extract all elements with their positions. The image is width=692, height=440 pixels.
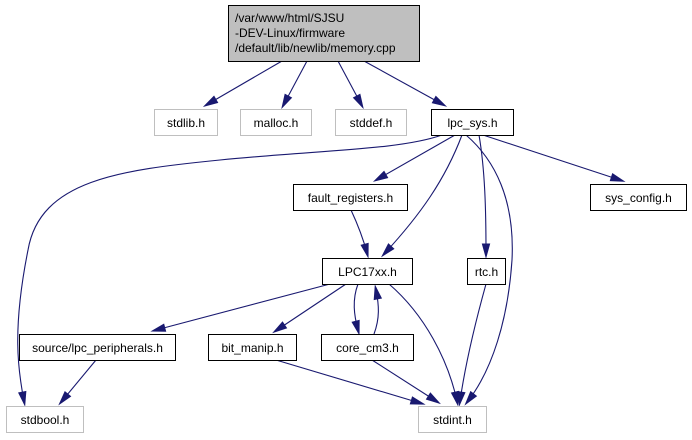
node-box	[335, 109, 407, 136]
node-box	[321, 334, 414, 361]
node-label: LPC17xx.h	[338, 265, 397, 279]
edge-lpc_sys_h-to-fault_registers_h	[372, 134, 456, 182]
arrow-head-icon	[425, 392, 441, 405]
arrow-head-icon	[281, 93, 293, 110]
edge-core_cm3_h-to-lpc17xx_h	[373, 284, 383, 335]
edge-line	[363, 60, 443, 105]
edge-lpc_sys_h-to-rtc_h	[478, 134, 491, 259]
edge-lpc_sys_h-to-lpc17xx_h	[381, 134, 463, 258]
arrow-head-icon	[464, 390, 478, 406]
edge-lpc_sys_h-to-sys_config_h	[482, 134, 626, 182]
edge-lpc17xx_h-to-bit_manip_h	[272, 283, 347, 334]
edge-memory_cpp-to-malloc_h	[281, 60, 308, 110]
node-label: sys_config.h	[605, 191, 672, 205]
node-label: stdbool.h	[21, 413, 70, 427]
node-box	[293, 184, 408, 211]
edge-line	[276, 283, 347, 331]
edge-line	[388, 283, 458, 402]
arrow-head-icon	[372, 170, 389, 182]
node-label: rtc.h	[475, 265, 498, 279]
edge-memory_cpp-to-stddef_h	[337, 60, 364, 110]
node-lpc-peripherals-h[interactable]: source/lpc_peripherals.h	[19, 334, 176, 361]
node-malloc-h[interactable]: malloc.h	[240, 109, 312, 136]
edge-lpc17xx_h-to-core_cm3_h	[351, 283, 360, 336]
edge-memory_cpp-to-stdlib_h	[202, 60, 283, 107]
edge-core_cm3_h-to-stdint_h	[371, 359, 441, 405]
node-lpc17xx-h[interactable]: LPC17xx.h	[322, 258, 413, 285]
edge-lpc_peripherals_h-to-stdbool_h	[58, 359, 97, 406]
node-box	[6, 406, 84, 433]
node-stdbool-h[interactable]: stdbool.h	[6, 406, 84, 433]
arrow-head-icon	[609, 172, 626, 182]
node-rtc-h[interactable]: rtc.h	[467, 258, 506, 285]
node-label: source/lpc_peripherals.h	[32, 341, 163, 355]
arrow-head-icon	[18, 390, 27, 407]
edge-line	[482, 134, 621, 181]
node-label: malloc.h	[254, 116, 299, 130]
node-label: core_cm3.h	[336, 341, 399, 355]
node-box	[208, 334, 297, 361]
arrow-head-icon	[409, 396, 426, 405]
edge-lpc_sys_h-to-stdbool_h	[17, 134, 443, 407]
node-lpc-sys-h[interactable]: lpc_sys.h	[431, 109, 514, 136]
edge-fault_registers_h-to-lpc17xx_h	[350, 209, 369, 259]
edge-rtc_h-to-stdint_h	[457, 283, 487, 407]
arrow-head-icon	[481, 243, 491, 259]
node-core-cm3-h[interactable]: core_cm3.h	[321, 334, 414, 361]
node-fault-registers-h[interactable]: fault_registers.h	[293, 184, 408, 211]
node-label: /var/www/html/SJSU	[235, 11, 344, 25]
arrow-head-icon	[351, 319, 360, 336]
node-label: /default/lib/newlib/memory.cpp	[235, 41, 396, 55]
edges-layer	[17, 60, 626, 407]
edge-line	[275, 359, 421, 404]
node-box	[467, 258, 506, 285]
edge-line	[155, 283, 331, 331]
arrow-head-icon	[352, 93, 364, 110]
node-box	[322, 258, 413, 285]
node-sys-config-h[interactable]: sys_config.h	[590, 184, 687, 211]
arrow-head-icon	[58, 390, 72, 406]
arrow-head-icon	[457, 390, 466, 407]
node-label: stddef.h	[350, 116, 393, 130]
arrow-head-icon	[150, 323, 167, 332]
edge-line	[459, 283, 487, 402]
node-label: -DEV-Linux/firmware	[235, 26, 345, 40]
node-label: stdlib.h	[167, 116, 205, 130]
node-stdlib-h[interactable]: stdlib.h	[154, 109, 218, 136]
node-box	[228, 5, 420, 62]
node-memory-cpp[interactable]: /var/www/html/SJSU-DEV-Linux/firmware/de…	[228, 5, 420, 62]
edge-line	[465, 134, 513, 402]
node-label: stdint.h	[433, 413, 472, 427]
edge-bit_manip_h-to-stdint_h	[275, 359, 426, 405]
arrow-head-icon	[202, 95, 219, 107]
node-label: lpc_sys.h	[447, 116, 497, 130]
node-label: bit_manip.h	[221, 341, 283, 355]
arrow-head-icon	[360, 242, 369, 259]
node-bit-manip-h[interactable]: bit_manip.h	[208, 334, 297, 361]
edge-memory_cpp-to-lpc_sys_h	[363, 60, 448, 107]
node-box	[19, 334, 176, 361]
node-label: fault_registers.h	[308, 191, 393, 205]
edge-line	[478, 134, 487, 254]
node-box	[240, 109, 312, 136]
arrow-head-icon	[373, 284, 383, 301]
edge-line	[371, 359, 437, 402]
node-box	[418, 406, 487, 433]
arrow-head-icon	[431, 95, 448, 107]
edge-line	[17, 134, 443, 402]
edge-lpc17xx_h-to-lpc_peripherals_h	[150, 283, 331, 332]
edge-line	[384, 134, 463, 254]
nodes-layer: /var/www/html/SJSU-DEV-Linux/firmware/de…	[6, 5, 687, 433]
node-box	[154, 109, 218, 136]
node-box	[590, 184, 687, 211]
arrow-head-icon	[381, 243, 395, 258]
node-box	[431, 109, 514, 136]
edge-line	[377, 134, 456, 180]
edge-lpc_sys_h-to-stdint_h	[464, 134, 513, 406]
edge-line	[207, 60, 283, 105]
arrow-head-icon	[272, 321, 288, 334]
node-stdint-h[interactable]: stdint.h	[418, 406, 487, 433]
node-stddef-h[interactable]: stddef.h	[335, 109, 407, 136]
